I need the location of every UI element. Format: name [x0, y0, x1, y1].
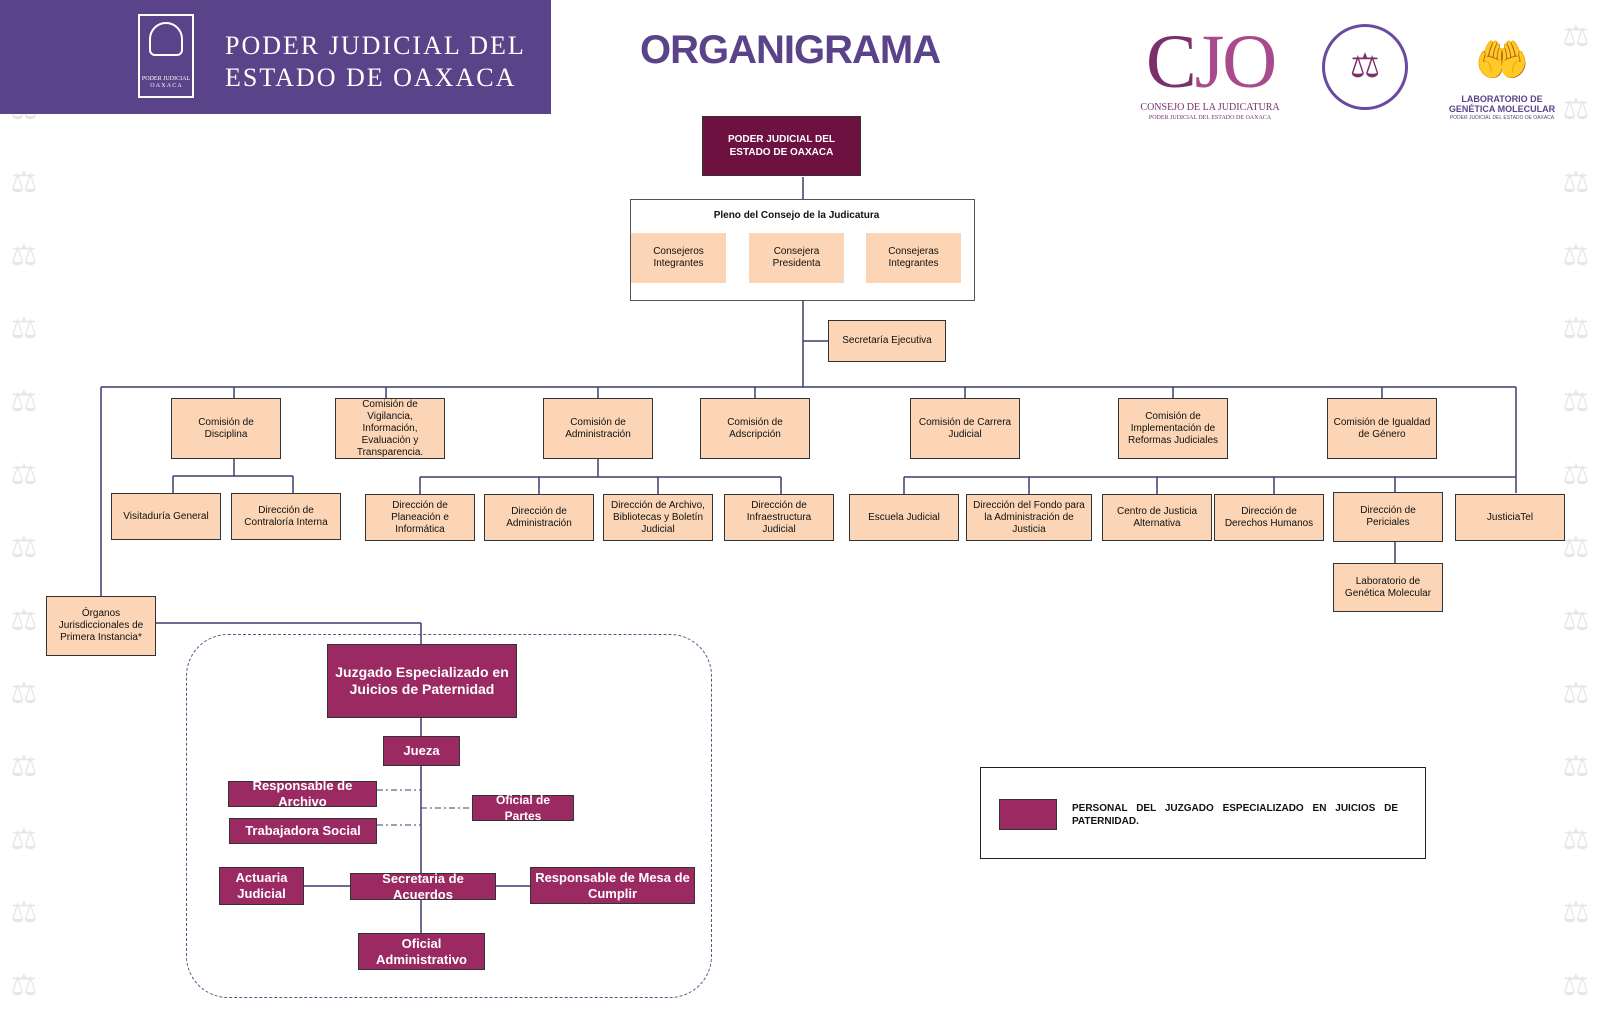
- comision-igualdad-box: Comisión de Igualdad de Género: [1327, 398, 1437, 459]
- lab-logo-line2: PODER JUDICIAL DEL ESTADO DE OAXACA: [1449, 115, 1555, 121]
- comision-carrera-judicial-box: Comisión de Carrera Judicial: [910, 398, 1020, 459]
- header-title: PODER JUDICIAL DEL ESTADO DE OAXACA: [225, 30, 526, 94]
- emblem-text: PODER JUDICIAL O A X A C A: [141, 75, 191, 89]
- fondo-administracion-justicia-box: Dirección del Fondo para la Administraci…: [966, 494, 1092, 541]
- laboratorio-genetica-box: Laboratorio de Genética Molecular: [1333, 563, 1443, 612]
- oficial-partes-box: Oficial de Partes: [472, 793, 574, 823]
- cjo-logo-line2: PODER JUDICIAL DEL ESTADO DE OAXACA: [1148, 115, 1272, 121]
- legend: PERSONAL DEL JUZGADO ESPECIALIZADO EN JU…: [980, 767, 1426, 859]
- lab-logo-line1: LABORATORIO DE GENÉTICA MOLECULAR: [1448, 94, 1556, 114]
- centro-justicia-alternativa-box: Centro de Justicia Alternativa: [1102, 494, 1212, 541]
- escuela-judicial-box: Escuela Judicial: [849, 494, 959, 541]
- header-title-line2: ESTADO DE OAXACA: [225, 63, 517, 92]
- contraloria-interna-box: Dirección de Contraloría Interna: [231, 493, 341, 540]
- cjo-mark-c: C: [1146, 20, 1197, 104]
- header-band: PODER JUDICIAL O A X A C A PODER JUDICIA…: [0, 0, 551, 114]
- cjo-logo-line1: CONSEJO DE LA JUDICATURA: [1140, 102, 1280, 113]
- responsable-mesa-box: Responsable de Mesa de Cumplir: [530, 867, 695, 904]
- infraestructura-judicial-box: Dirección de Infraestructura Judicial: [724, 494, 834, 541]
- consejeras-integrantes-box: Consejeras Integrantes: [866, 233, 961, 283]
- oficial-administrativo-box: Oficial Administrativo: [358, 933, 485, 970]
- actuaria-judicial-box: Actuaria Judicial: [219, 867, 304, 905]
- planeacion-informatica-box: Dirección de Planeación e Informática: [365, 494, 475, 541]
- secretaria-ejecutiva-box: Secretaría Ejecutiva: [828, 320, 946, 362]
- visitaduria-general-box: Visitaduría General: [111, 493, 221, 540]
- comision-reformas-box: Comisión de Implementación de Reformas J…: [1118, 398, 1228, 459]
- direccion-administracion-box: Dirección de Administración: [484, 494, 594, 541]
- consejeros-integrantes-box: Consejeros Integrantes: [631, 233, 726, 283]
- responsable-archivo-box: Responsable de Archivo: [228, 778, 377, 809]
- cjo-logo: CJO CONSEJO DE LA JUDICATURA PODER JUDIC…: [1140, 22, 1280, 128]
- comision-adscripcion-box: Comisión de Adscripción: [700, 398, 810, 459]
- secretaria-acuerdos-box: Secretaria de Acuerdos: [350, 871, 496, 902]
- consejera-presidenta-box: Consejera Presidenta: [749, 233, 844, 283]
- coat-of-arms-icon: PODER JUDICIAL O A X A C A: [138, 14, 194, 98]
- trabajadora-social-box: Trabajadora Social: [229, 818, 377, 844]
- organos-jurisdiccionales-box: Órganos Jurisdiccionales de Primera Inst…: [46, 596, 156, 656]
- derechos-humanos-box: Dirección de Derechos Humanos: [1214, 494, 1324, 541]
- seal-ring: [1322, 24, 1408, 110]
- comision-disciplina-box: Comisión de Disciplina: [171, 398, 281, 459]
- direccion-periciales-box: Dirección de Periciales: [1333, 492, 1443, 542]
- laboratorio-logo: 🤲 LABORATORIO DE GENÉTICA MOLECULAR PODE…: [1447, 34, 1557, 128]
- archivo-bibliotecas-box: Dirección de Archivo, Bibliotecas y Bole…: [603, 494, 713, 541]
- decorative-border-right: ⚖⚖⚖⚖⚖⚖⚖⚖⚖⚖⚖⚖⚖⚖: [1562, 19, 1590, 1003]
- cjo-mark: CJO: [1146, 20, 1277, 104]
- hands-dna-icon: 🤲: [1474, 36, 1530, 85]
- header-title-line1: PODER JUDICIAL DEL: [225, 31, 526, 60]
- scales-icon: ⚖: [1349, 47, 1381, 85]
- pleno-title: Pleno del Consejo de la Judicatura: [713, 210, 880, 221]
- justice-seal-logo: ⚖: [1322, 24, 1412, 122]
- juzgado-dashed-frame: [186, 634, 712, 998]
- jueza-box: Jueza: [383, 736, 460, 766]
- page-title: ORGANIGRAMA: [640, 28, 941, 72]
- legend-swatch: [999, 799, 1057, 830]
- comision-administracion-box: Comisión de Administración: [543, 398, 653, 459]
- justiciatel-box: JusticiaTel: [1455, 494, 1565, 541]
- comision-vigilancia-box: Comisión de Vigilancia, Información, Eva…: [335, 398, 445, 459]
- poder-judicial-box: PODER JUDICIAL DEL ESTADO DE OAXACA: [702, 116, 861, 176]
- legend-text: PERSONAL DEL JUZGADO ESPECIALIZADO EN JU…: [1072, 803, 1398, 827]
- cjo-mark-jo: JO: [1194, 20, 1277, 104]
- juzgado-paternidad-box: Juzgado Especializado en Juicios de Pate…: [327, 644, 517, 718]
